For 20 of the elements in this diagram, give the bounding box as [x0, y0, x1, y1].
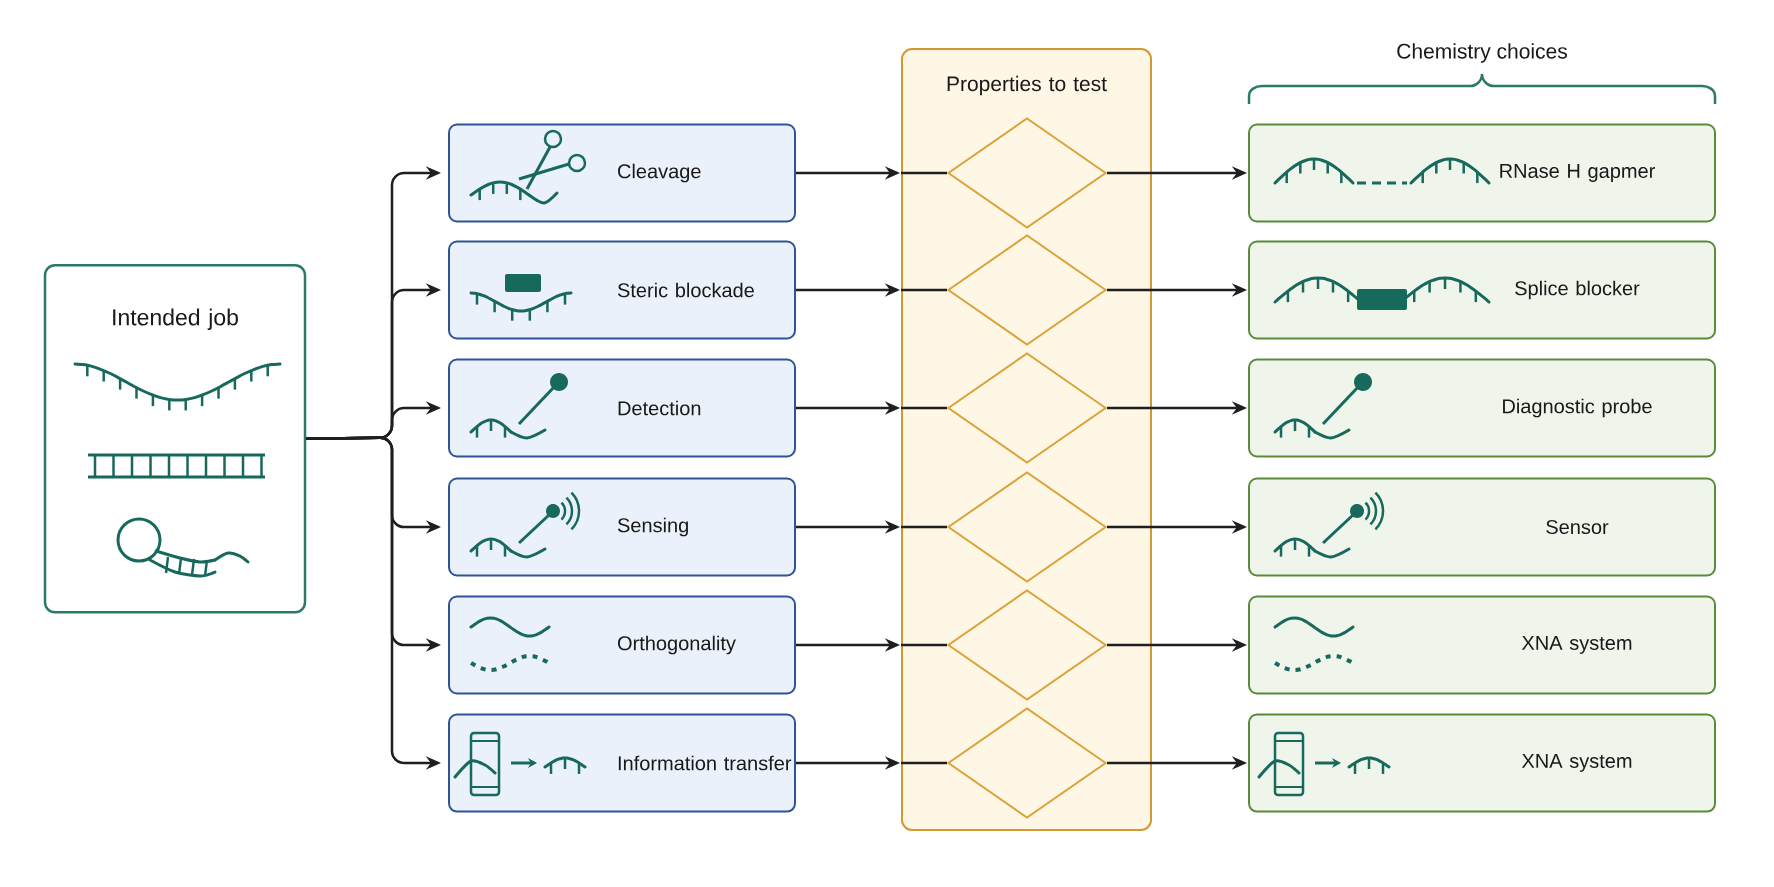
connector-line — [901, 406, 947, 410]
result-box: Diagnostic probe — [1248, 358, 1716, 458]
connector-line — [901, 288, 947, 292]
task-box: Steric blockade — [448, 240, 796, 340]
task-box: Information transfer — [448, 713, 796, 813]
result-box: XNA system — [1248, 713, 1716, 813]
connector-line — [901, 525, 947, 529]
task-box: Sensing — [448, 477, 796, 577]
connector-line — [901, 643, 947, 647]
result-box: RNase H gapmer — [1248, 123, 1716, 223]
result-box: Splice blocker — [1248, 240, 1716, 340]
task-box: Detection — [448, 358, 796, 458]
heading: Chemistry choices — [1397, 43, 1567, 63]
task-box: Orthogonality — [448, 595, 796, 695]
task-box: Cleavage — [448, 123, 796, 223]
job-box: Intended job — [43, 264, 307, 614]
connector-line — [901, 761, 947, 765]
result-box: XNA system — [1248, 595, 1716, 695]
result-box: Sensor — [1248, 477, 1716, 577]
connector-line — [901, 171, 947, 175]
